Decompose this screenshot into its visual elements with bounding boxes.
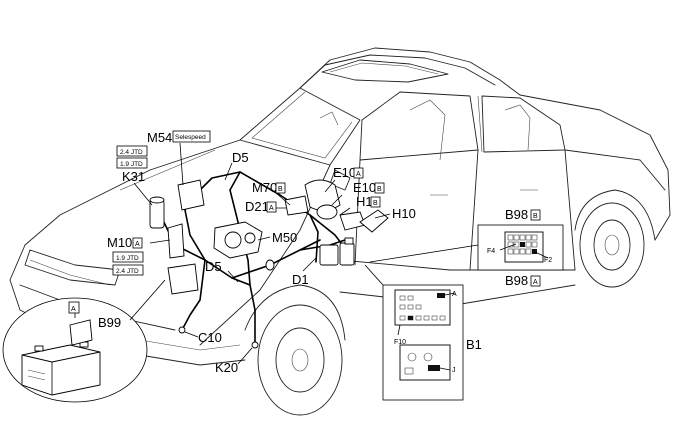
label-c10: C10 — [198, 330, 222, 345]
b1-leader — [364, 264, 384, 286]
label-d5-top: D5 — [232, 150, 249, 165]
label-fuse-a: A — [452, 291, 457, 298]
leader-lines — [133, 142, 391, 365]
label-h1-box: B — [373, 200, 378, 207]
battery-a-box — [68, 301, 80, 314]
label-jtd24-lower: 2.4 JTD — [116, 268, 139, 275]
d1-connector — [319, 237, 355, 266]
control-module — [167, 263, 199, 295]
fuse-box-b98 — [477, 224, 564, 271]
label-b98a: B98 — [505, 273, 528, 288]
m10-module — [167, 223, 185, 259]
label-b1: B1 — [466, 337, 482, 352]
jtd19-box-upper — [116, 157, 148, 169]
b98a-box — [530, 275, 541, 287]
battery-inset — [2, 279, 166, 403]
label-selespeed: Selespeed — [175, 134, 206, 141]
label-e10b-box: B — [377, 186, 382, 193]
label-e10a: E10 — [333, 165, 356, 180]
label-d1: D1 — [292, 272, 309, 287]
label-j: J — [452, 367, 456, 374]
label-d21: D21 — [245, 199, 269, 214]
label-m70: M70 — [252, 180, 277, 195]
b98b-box — [530, 209, 541, 221]
c10-ground — [178, 326, 186, 334]
label-d21-box: A — [269, 205, 274, 212]
label-f10: F10 — [394, 339, 406, 346]
h1-box — [370, 196, 381, 208]
k31-sensor — [149, 196, 165, 229]
m70-box — [275, 182, 286, 194]
label-jtd19-upper: 1.9 JTD — [120, 161, 143, 168]
label-e10b: E10 — [353, 180, 376, 195]
selespeed-box — [172, 130, 211, 143]
label-k31: K31 — [122, 169, 145, 184]
jtd19-box-lower — [112, 251, 144, 263]
label-jtd19-lower: 1.9 JTD — [116, 255, 139, 262]
label-k20: K20 — [215, 360, 238, 375]
label-d5-bottom: D5 — [205, 259, 222, 274]
label-m10-box: A — [135, 241, 140, 248]
label-jtd24-upper: 2.4 JTD — [120, 149, 143, 156]
label-m10: M10 — [107, 235, 132, 250]
labels: M54 Selespeed 2.4 JTD 1.9 JTD K31 D5 M70… — [68, 130, 552, 375]
label-m70-box: B — [278, 186, 283, 193]
jtd24-box-upper — [116, 145, 148, 157]
h10-horn — [359, 209, 389, 233]
label-b99: B99 — [98, 315, 121, 330]
b98-leader — [369, 244, 479, 263]
label-f4: F4 — [487, 248, 495, 255]
jtd24-box-lower — [112, 264, 144, 276]
fuse-box-b1 — [382, 284, 464, 401]
e10-h1-group — [304, 179, 366, 231]
label-b98b-box: B — [533, 213, 538, 220]
e10a-box — [353, 167, 364, 179]
d21-connector — [284, 195, 309, 216]
d5-grommet — [265, 259, 275, 271]
label-m50: M50 — [272, 230, 297, 245]
label-b98b: B98 — [505, 207, 528, 222]
label-f2: F2 — [544, 257, 552, 264]
e10b-box — [374, 182, 385, 194]
m54-module — [177, 179, 205, 211]
label-m54: M54 — [147, 130, 172, 145]
label-b98a-box: A — [533, 279, 538, 286]
label-battery-a: A — [71, 306, 76, 313]
label-h10: H10 — [392, 206, 416, 221]
d21-box — [266, 201, 277, 213]
m10-box — [132, 237, 143, 249]
components — [149, 179, 389, 349]
m50-unit — [213, 221, 263, 259]
label-h1: H1 — [356, 194, 373, 209]
label-e10a-box: A — [356, 171, 361, 178]
k20-sensor — [251, 341, 259, 349]
